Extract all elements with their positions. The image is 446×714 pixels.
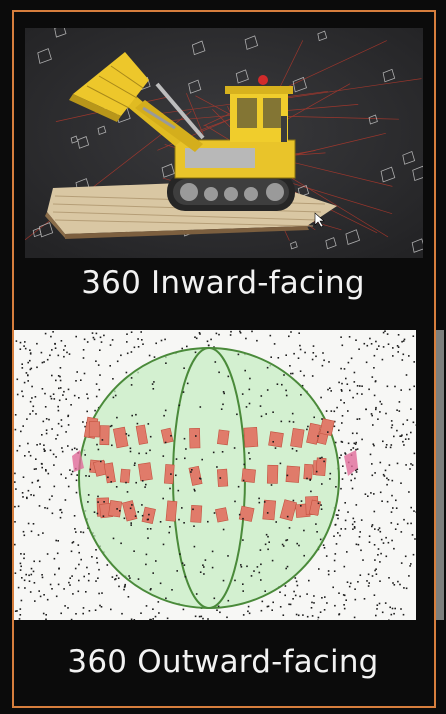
bulldozer-scene	[25, 28, 423, 258]
inward-facing-image	[25, 28, 423, 258]
slide-frame	[12, 10, 436, 708]
outward-facing-caption: 360 Outward-facing	[67, 644, 379, 680]
inward-facing-caption: 360 Inward-facing	[81, 265, 365, 301]
outward-facing-image	[14, 330, 416, 620]
sphere-scene	[14, 330, 416, 620]
adjacent-slide-edge	[436, 330, 444, 620]
